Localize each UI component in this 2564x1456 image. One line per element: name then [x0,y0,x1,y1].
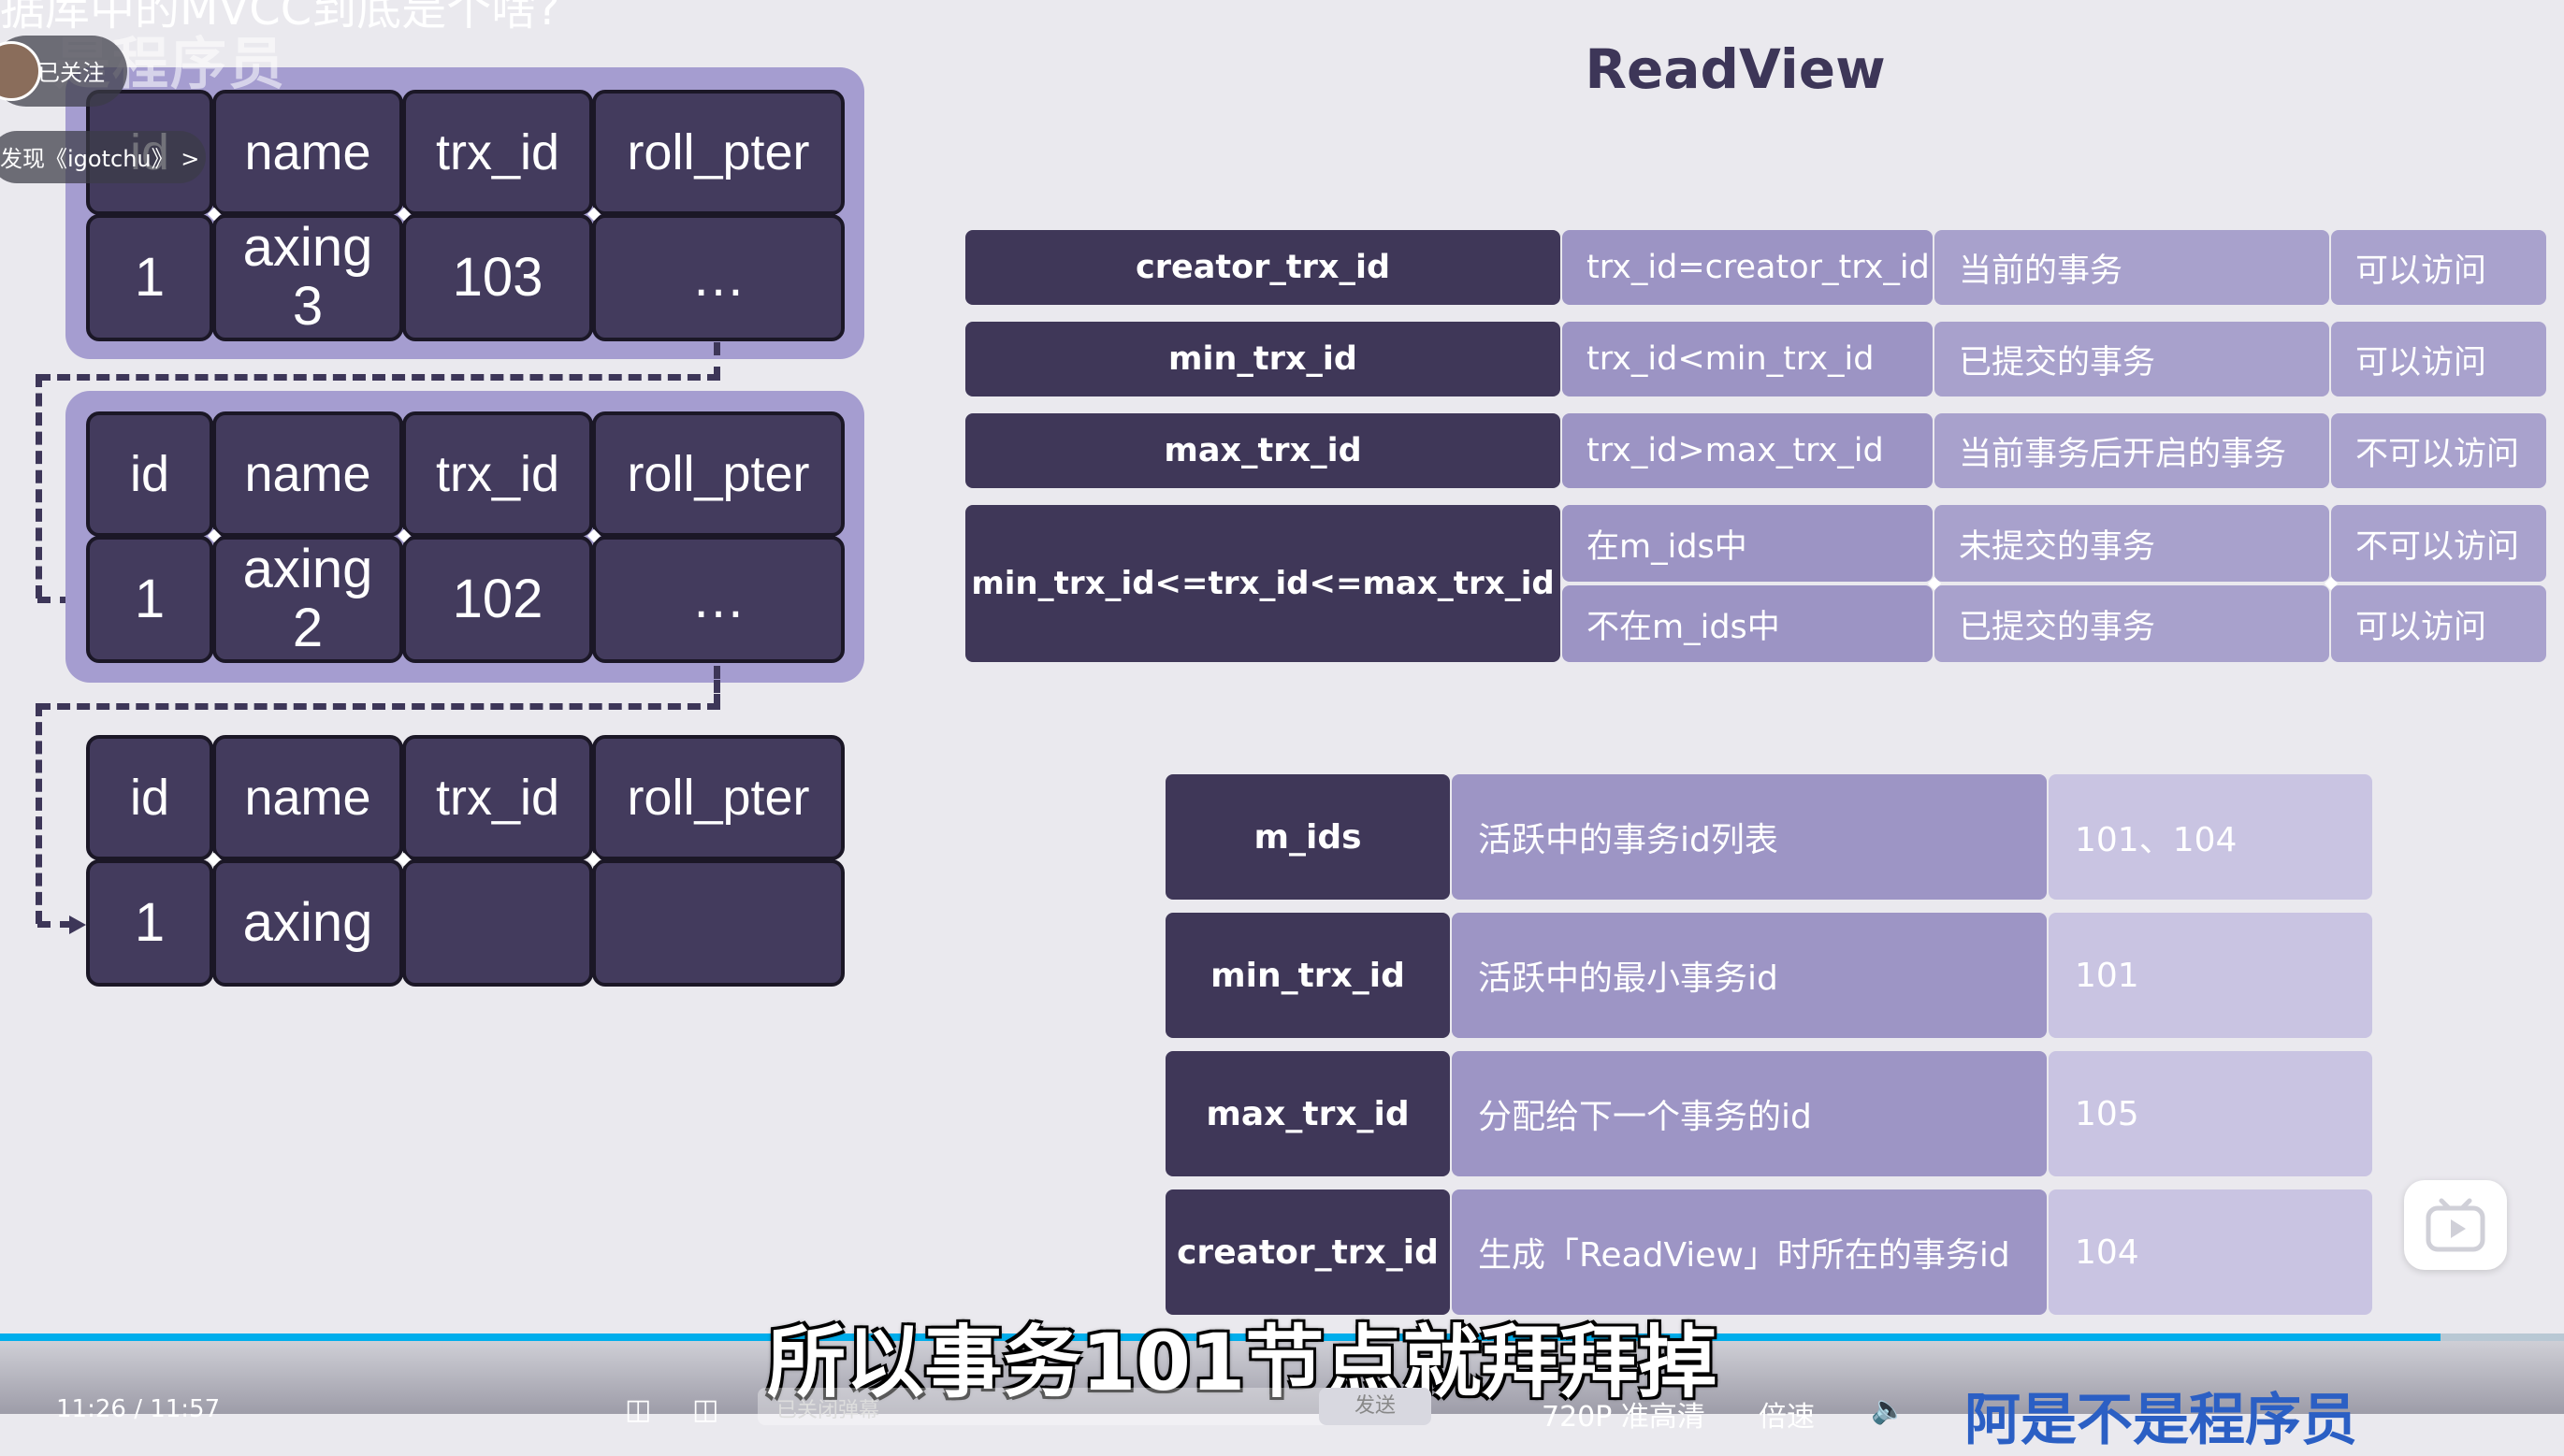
record-3-name: axing [212,859,403,987]
roll-pointer-line [37,921,73,928]
record-1-id: 1 [86,214,213,341]
rule-meaning: 已提交的事务 [1934,322,2329,396]
record-3-roll-pter [592,859,845,987]
volume-icon[interactable]: 🔈 [1871,1393,1906,1426]
field-desc: 生成「ReadView」时所在的事务id [1452,1189,2047,1315]
danmaku-settings-icon[interactable]: ◫ [692,1393,719,1426]
rule-meaning: 未提交的事务 [1934,505,2329,582]
video-title: 据库中的MVCC到底是个啥? [0,0,560,36]
record-2-header-name: name [212,411,403,537]
roll-pointer-line [37,597,73,603]
record-1-trx-id: 103 [402,214,593,341]
mini-player-button[interactable] [2404,1180,2507,1270]
rule-condition: trx_id<min_trx_id [1562,322,1933,396]
roll-pointer-line [37,374,720,381]
record-3-header-roll-pter: roll_pter [592,735,845,860]
rule-field: min_trx_id<=trx_id<=max_trx_id [965,505,1560,662]
rule-result: 不可以访问 [2331,505,2546,582]
speed-selector[interactable]: 倍速 [1759,1401,1815,1434]
record-1-header-name: name [212,90,403,215]
rule-result: 可以访问 [2331,230,2546,305]
rule-meaning: 当前事务后开启的事务 [1934,413,2329,488]
record-1-header-roll-pter: roll_pter [592,90,845,215]
rule-field: max_trx_id [965,413,1560,488]
playback-time: 11:26 / 11:57 [56,1395,221,1423]
record-2-header-roll-pter: roll_pter [592,411,845,537]
roll-pointer-line [714,666,720,707]
rule-result: 可以访问 [2331,585,2546,662]
field-name: min_trx_id [1166,913,1450,1038]
roll-pointer-line [714,342,720,380]
send-button[interactable]: 发送 [1319,1388,1431,1425]
field-name: max_trx_id [1166,1051,1450,1176]
rule-condition: 在m_ids中 [1562,505,1933,582]
tv-icon [2426,1198,2485,1252]
field-desc: 活跃中的最小事务id [1452,913,2047,1038]
video-subtitle: 所以事务101节点就拜拜掉 [767,1317,1717,1408]
record-3-header-trx-id: trx_id [402,735,593,860]
rule-field: min_trx_id [965,322,1560,396]
roll-pointer-arrow-icon [69,915,86,934]
rule-condition: trx_id>max_trx_id [1562,413,1933,488]
danmaku-toggle-icon[interactable]: ◫ [625,1393,652,1426]
field-value: 104 [2049,1189,2372,1315]
quality-selector[interactable]: 720P 准高清 [1542,1401,1705,1434]
danmaku-placeholder: 已关闭弹幕 [776,1399,880,1422]
roll-pointer-line [37,703,720,710]
rule-condition: trx_id=creator_trx_id [1562,230,1933,305]
player-control-bar [0,1341,2564,1414]
field-value: 101、104 [2049,774,2372,900]
field-name: creator_trx_id [1166,1189,1450,1315]
record-2-id: 1 [86,536,213,663]
rule-condition: 不在m_ids中 [1562,585,1933,662]
rule-result: 可以访问 [2331,322,2546,396]
record-1-name: axing 3 [212,214,403,341]
rule-meaning: 已提交的事务 [1934,585,2329,662]
field-desc: 分配给下一个事务的id [1452,1051,2047,1176]
readview-title: ReadView [1585,37,1886,101]
field-value: 105 [2049,1051,2372,1176]
record-2-trx-id: 102 [402,536,593,663]
record-3-id: 1 [86,859,213,987]
rule-meaning: 当前的事务 [1934,230,2329,305]
rule-result: 不可以访问 [2331,413,2546,488]
progress-fill [0,1333,2441,1341]
record-3-header-name: name [212,735,403,860]
follow-label[interactable]: 已关注 [37,60,105,86]
record-2-header-id: id [86,411,213,537]
record-3-trx-id [402,859,593,987]
record-2-name: axing 2 [212,536,403,663]
record-2-header-trx-id: trx_id [402,411,593,537]
find-link[interactable] [0,131,206,183]
record-1-header-trx-id: trx_id [402,90,593,215]
find-link-label[interactable]: 发现《igotchu》 > [0,146,200,172]
record-3-header-id: id [86,735,213,860]
field-value: 101 [2049,913,2372,1038]
roll-pointer-line [36,374,42,598]
channel-logo: 阿是不是程序员 [1964,1388,2357,1453]
roll-pointer-line [36,703,42,924]
record-2-roll-pter: … [592,536,845,663]
rule-field: creator_trx_id [965,230,1560,305]
field-name: m_ids [1166,774,1450,900]
record-1-roll-pter: … [592,214,845,341]
field-desc: 活跃中的事务id列表 [1452,774,2047,900]
